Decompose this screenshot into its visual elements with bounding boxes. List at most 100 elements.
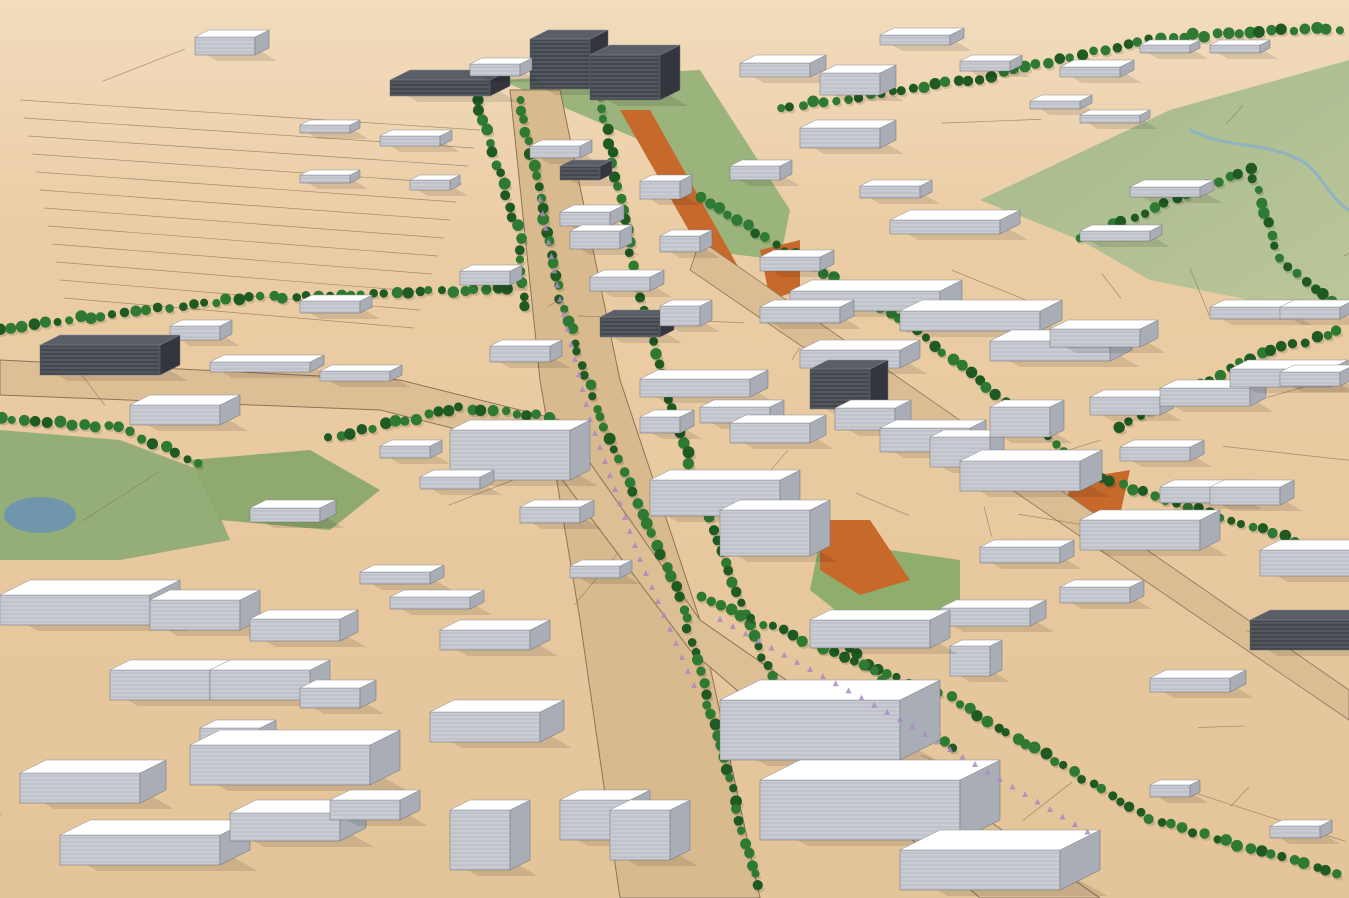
- tree: [1089, 46, 1098, 56]
- tree: [165, 304, 174, 313]
- tree: [1069, 765, 1080, 777]
- tree: [39, 316, 51, 328]
- transit-stop-marker: [643, 570, 649, 576]
- tree: [678, 437, 690, 449]
- tree: [534, 182, 544, 192]
- building-facade: [209, 361, 311, 373]
- tree: [723, 565, 734, 576]
- building-roof: [39, 334, 181, 346]
- tree: [519, 114, 528, 124]
- building: [889, 209, 1028, 240]
- tree: [588, 392, 597, 401]
- tree: [649, 336, 659, 346]
- tree: [28, 318, 41, 330]
- street-line: [1222, 445, 1349, 461]
- building-side: [669, 799, 691, 861]
- transit-stop-marker: [572, 356, 578, 362]
- building-roof: [1119, 439, 1205, 448]
- tree: [632, 498, 644, 509]
- building: [1079, 109, 1158, 129]
- tree: [1176, 822, 1188, 833]
- tree: [1213, 177, 1224, 188]
- building-facade: [1159, 387, 1251, 407]
- building-facade: [1269, 825, 1321, 839]
- building-roof: [1079, 509, 1221, 521]
- street-line: [51, 243, 433, 275]
- tree: [1270, 241, 1279, 250]
- street-line: [63, 297, 415, 329]
- building-facade: [1279, 306, 1341, 320]
- building: [719, 499, 838, 562]
- building-facade: [319, 370, 391, 382]
- tree: [1279, 529, 1292, 542]
- tree: [768, 621, 777, 630]
- tree: [292, 293, 302, 302]
- tree: [921, 333, 931, 342]
- tree: [119, 307, 130, 318]
- tree: [130, 305, 142, 317]
- tree: [506, 212, 517, 223]
- tree: [1136, 807, 1146, 817]
- tree: [818, 97, 829, 108]
- tree: [1030, 59, 1041, 69]
- tree: [708, 525, 720, 536]
- tree: [1123, 39, 1134, 49]
- tree: [851, 648, 863, 660]
- tree: [1065, 53, 1074, 62]
- tree: [1266, 24, 1277, 36]
- tree: [705, 708, 716, 720]
- tree: [929, 340, 941, 353]
- tree: [472, 94, 484, 106]
- transit-stop-marker: [997, 776, 1003, 782]
- building-roof: [1059, 579, 1145, 588]
- building-roof: [739, 54, 827, 64]
- tree: [624, 477, 636, 488]
- building: [759, 759, 1008, 846]
- tree: [1274, 253, 1284, 263]
- building: [129, 394, 248, 431]
- tree: [994, 723, 1004, 733]
- building-facade: [639, 180, 681, 200]
- tree: [1213, 835, 1222, 844]
- tree: [731, 586, 742, 598]
- tree: [515, 255, 525, 264]
- building-roof: [379, 439, 443, 447]
- tree: [754, 642, 763, 651]
- tree: [516, 233, 527, 244]
- transit-stop-marker: [934, 738, 941, 745]
- tree: [161, 440, 173, 453]
- building-roof: [949, 639, 1003, 647]
- building-facade: [389, 79, 491, 97]
- building-roof: [979, 539, 1075, 548]
- tree: [1244, 26, 1257, 39]
- tree: [1043, 57, 1054, 69]
- plaza-south: [820, 520, 910, 595]
- tree: [1052, 440, 1061, 449]
- transit-stop-marker: [548, 253, 555, 260]
- tree: [481, 123, 494, 136]
- building: [1079, 509, 1228, 556]
- tree: [706, 596, 716, 607]
- building: [759, 299, 862, 329]
- tree: [1320, 23, 1332, 35]
- tree: [763, 660, 773, 671]
- tree: [607, 146, 619, 158]
- building: [1059, 59, 1142, 83]
- building-roof: [409, 174, 461, 181]
- building: [149, 589, 268, 636]
- tree: [613, 181, 623, 191]
- buildings: [0, 27, 1349, 896]
- tree: [1299, 23, 1311, 35]
- tree: [597, 104, 607, 114]
- tree: [146, 438, 159, 450]
- tree: [501, 406, 511, 416]
- building-roof: [419, 469, 495, 478]
- street-line: [31, 153, 463, 185]
- tree: [1311, 21, 1324, 34]
- street-line: [39, 189, 451, 221]
- building: [1029, 94, 1100, 115]
- building: [249, 609, 366, 647]
- tree: [744, 618, 757, 631]
- tree: [379, 289, 388, 298]
